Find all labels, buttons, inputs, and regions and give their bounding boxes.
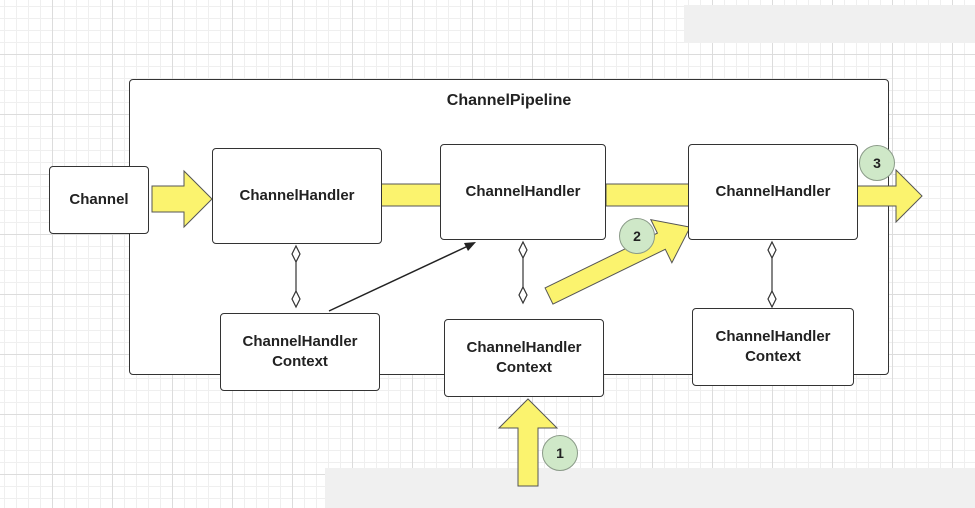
channel-box: Channel — [49, 166, 149, 234]
context-to-handler-arrowhead — [464, 242, 476, 251]
flow-arrow-channel-to-handler — [151, 169, 213, 229]
context-to-handler-arrow — [328, 245, 469, 312]
diamond-link-3 — [767, 240, 777, 309]
background-panel-top-right — [684, 5, 975, 43]
channel-handler-context-2: ChannelHandler Context — [444, 319, 604, 397]
channel-handler-context-3: ChannelHandler Context — [692, 308, 854, 386]
flow-bar-1-2 — [380, 183, 442, 207]
flow-arrow-step-1 — [497, 398, 559, 487]
flow-arrow-outbound — [856, 168, 923, 224]
step-badge-1: 1 — [542, 435, 578, 471]
step-badge-2: 2 — [619, 218, 655, 254]
pipeline-title: ChannelPipeline — [446, 92, 572, 109]
channel-handler-context-1: ChannelHandler Context — [220, 313, 380, 391]
diamond-link-2 — [518, 240, 528, 305]
diamond-link-1 — [291, 244, 301, 309]
background-panel-bottom — [325, 468, 975, 508]
channel-handler-3: ChannelHandler — [688, 144, 858, 240]
flow-bar-2-3 — [605, 183, 691, 207]
channel-handler-1: ChannelHandler — [212, 148, 382, 244]
channel-handler-2: ChannelHandler — [440, 144, 606, 240]
step-badge-3: 3 — [859, 145, 895, 181]
